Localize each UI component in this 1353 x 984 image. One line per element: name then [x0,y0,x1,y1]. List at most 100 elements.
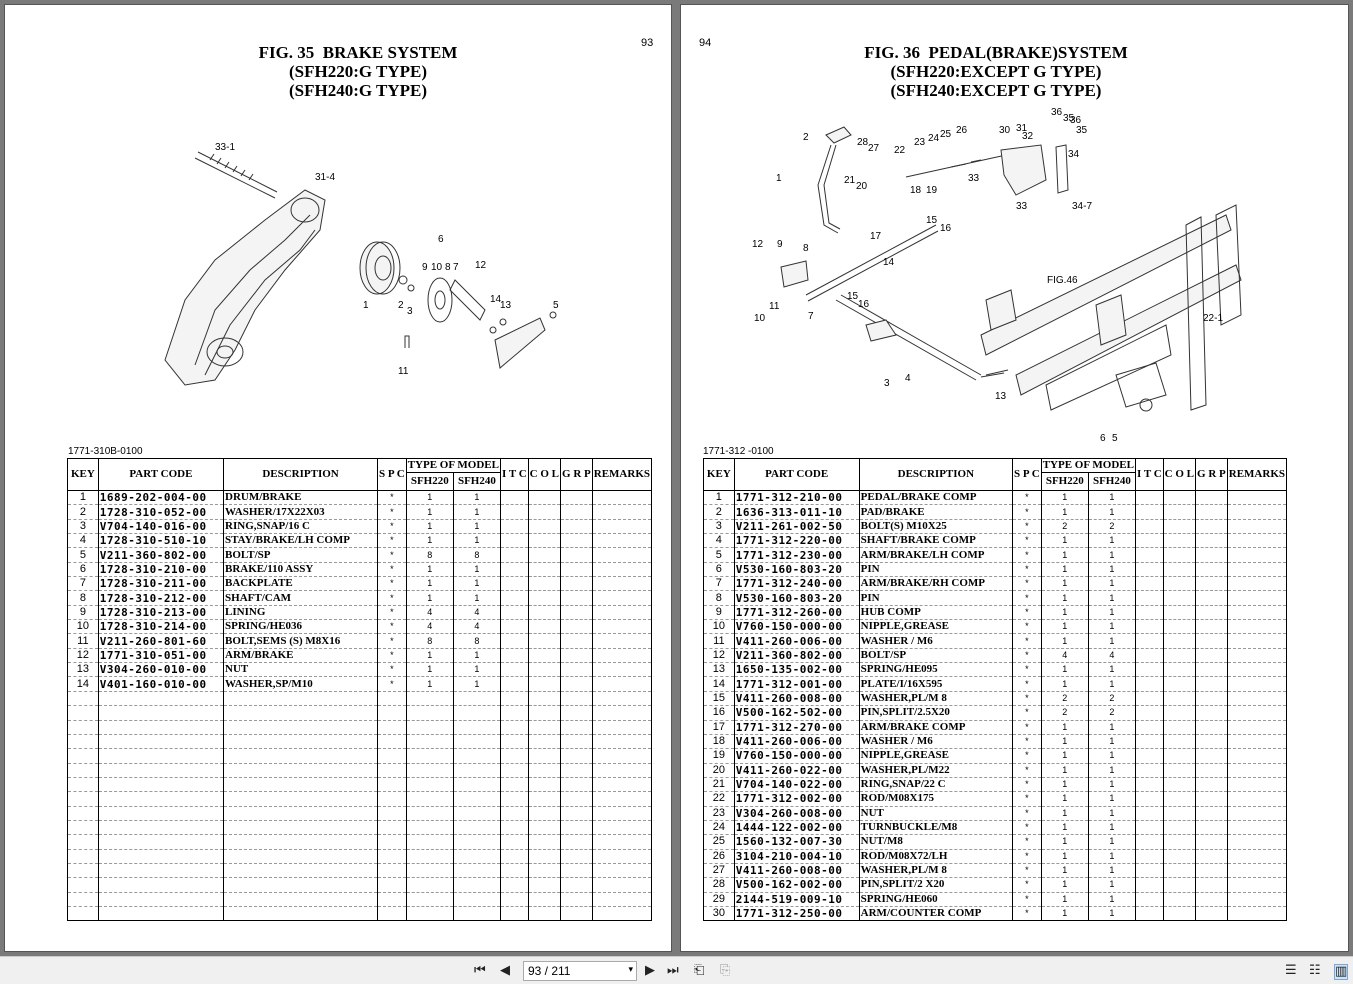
grp-cell [560,662,593,677]
previous-page-icon[interactable]: ◀ [500,963,510,978]
remarks-cell [591,619,653,634]
part-code-cell: 1728-310-510-10 [97,533,225,548]
back-view-icon[interactable]: ⎗ [694,963,705,978]
description-cell [223,734,379,749]
figure-title: FIG. 36 PEDAL(BRAKE)SYSTEM (SFH220:EXCEP… [846,43,1146,100]
callout-24: 24 [928,133,940,144]
remarks-cell [1226,748,1288,764]
key-cell: 24 [703,820,735,835]
grp-cell [560,691,593,706]
description-cell: WASHER,PL/M22 [858,763,1014,778]
last-page-icon[interactable]: ⏭ [667,963,679,978]
itc-cell [499,490,529,505]
grp-cell [1195,605,1228,620]
sfh240-qty-cell: 1 [1087,619,1136,634]
table-row [67,791,653,807]
sfh220-qty-cell: 1 [1040,590,1089,606]
sfh240-qty-cell: 1 [1087,849,1136,864]
part-code-cell [97,806,225,821]
description-cell: SPRING/HE095 [858,662,1014,677]
spc-cell [377,849,407,864]
spc-cell [377,763,407,778]
spc-cell [377,777,407,792]
parts-table: KEY PART CODE DESCRIPTION S P C TYPE OF … [67,458,653,921]
part-code-cell: 1771-312-270-00 [733,720,860,735]
callout-6: 6 [438,234,444,245]
spc-cell [377,791,407,807]
sfh220-qty-cell: 1 [1040,547,1089,563]
key-cell: 26 [703,849,735,864]
spc-cell: * [1012,791,1042,807]
first-page-icon[interactable]: ⏮ [474,963,486,978]
page-number-select[interactable]: 93 / 211 ▾ [523,961,637,981]
single-page-view-icon[interactable]: ☰ [1285,963,1297,978]
forward-view-icon[interactable]: ⎘ [720,963,731,978]
itc-cell [499,519,529,534]
grp-cell [1195,676,1228,692]
key-cell [67,734,99,749]
part-code-cell: V704-140-022-00 [733,777,860,792]
grp-cell [560,533,593,548]
itc-cell [1134,892,1164,907]
spc-cell: * [1012,849,1042,864]
remarks-cell [591,633,653,649]
remarks-cell [591,676,653,692]
continuous-view-icon[interactable]: ☷ [1309,963,1321,978]
table-row [67,834,653,850]
col-cell [1162,734,1197,749]
sfh240-qty-cell [452,705,501,720]
key-cell: 3 [703,519,735,534]
callout-33b: 33 [1016,201,1028,212]
col-cell [1162,619,1197,634]
part-code-cell [97,748,225,764]
sfh240-qty-cell: 1 [452,662,501,677]
itc-cell [499,691,529,706]
description-cell [223,720,379,735]
sfh220-qty-cell: 1 [1040,504,1089,520]
part-code-cell: 1689-202-004-00 [97,490,225,505]
page-number: 93 [641,37,654,49]
description-cell: PEDAL/BRAKE COMP [858,490,1014,505]
sfh240-qty-cell [452,863,501,878]
remarks-cell [591,662,653,677]
sfh240-qty-cell: 4 [452,605,501,620]
sfh220-qty-cell: 1 [1040,748,1089,764]
spc-cell [377,834,407,850]
col-cell [1162,562,1197,577]
sfh220-qty-cell [405,863,454,878]
itc-cell [499,820,529,835]
grp-cell [1195,734,1228,749]
spc-cell: * [1012,892,1042,907]
callout-7: 7 [453,262,459,273]
callout-5: 5 [1112,433,1118,444]
two-page-view-icon[interactable]: ▥ [1334,964,1349,980]
sfh220-qty-cell: 1 [1040,877,1089,893]
spc-cell [377,806,407,821]
key-cell [67,691,99,706]
sfh220-qty-cell [405,777,454,792]
description-cell [223,892,379,907]
col-cell [527,777,562,792]
sfh240-qty-cell: 1 [452,519,501,534]
itc-cell [1134,576,1164,591]
grp-cell [560,777,593,792]
part-code-cell: 1771-312-250-00 [733,906,860,921]
sfh220-qty-cell: 1 [405,490,454,505]
sfh240-qty-cell: 1 [1087,605,1136,620]
sfh240-qty-cell [452,892,501,907]
next-page-icon[interactable]: ▶ [645,963,655,978]
description-cell [223,777,379,792]
sfh240-qty-cell [452,720,501,735]
sfh240-qty-cell: 1 [452,504,501,520]
description-cell [223,763,379,778]
grp-cell [1195,748,1228,764]
sfh240-qty-cell: 1 [1087,562,1136,577]
description-cell: RING,SNAP/16 C [223,519,379,534]
col-cell [527,576,562,591]
col-cell [1162,892,1197,907]
itc-cell [1134,590,1164,606]
key-cell [67,834,99,850]
